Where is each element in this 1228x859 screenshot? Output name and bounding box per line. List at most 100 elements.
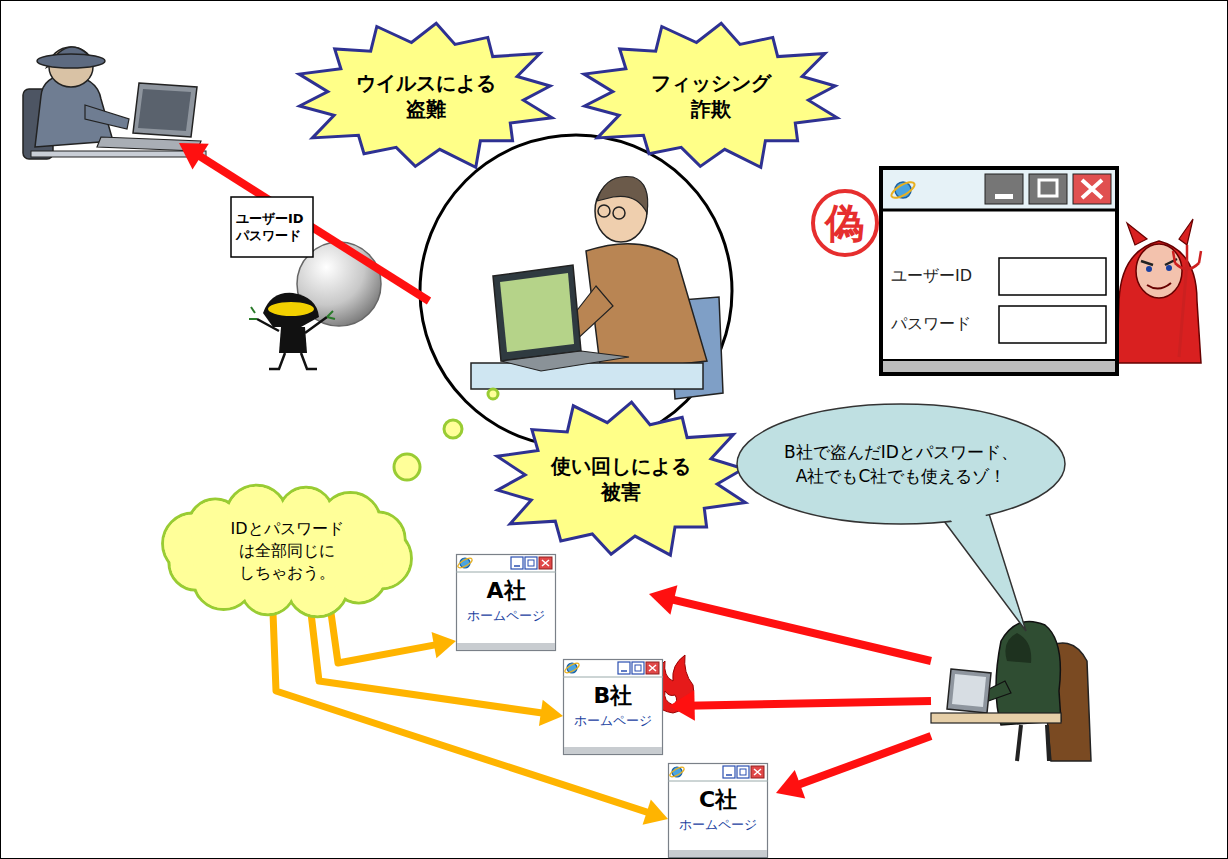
speech-bubble-outline (736, 403, 1066, 525)
attack-arrow (649, 585, 931, 661)
minimize-glyph (514, 565, 520, 567)
arrow-line (687, 701, 931, 706)
maximize-glyph (740, 769, 746, 775)
stamp-text: 偽 (825, 201, 865, 245)
arrow-head (649, 585, 677, 615)
speech-text: B社で盗んだIDとパスワード、 A社でもC社でも使えるゾ！ (775, 440, 1027, 488)
callout-text: フィッシング 詐欺 (631, 70, 791, 122)
user-figure (471, 177, 723, 400)
flow-arrow (331, 613, 456, 663)
starburst-callout-outline (575, 20, 846, 172)
browser-icon-ring (564, 661, 581, 674)
arrow-line (273, 613, 653, 814)
minimize-button (723, 766, 735, 778)
text-group: ユーザーID パスワード (236, 210, 308, 244)
minimize-button (618, 662, 630, 674)
close-button (751, 766, 764, 778)
field-label: ユーザーID (891, 266, 972, 286)
maximize-glyph (528, 560, 534, 566)
text-group: C社ホームページ (679, 787, 757, 833)
maximize-glyph (1039, 180, 1057, 196)
window-frame (669, 764, 768, 858)
homepage-text: ホームページ (679, 817, 757, 833)
minimize-glyph (726, 774, 732, 776)
starburst-callout: フィッシング 詐欺 (575, 20, 846, 172)
attacker-figure (931, 621, 1091, 761)
thought-text: IDとパスワード は全部同じに しちゃおう。 (217, 518, 357, 584)
maximize-button (1029, 174, 1067, 204)
title-rule (668, 781, 768, 782)
maximize-button (737, 766, 749, 778)
arrow-head (539, 700, 563, 726)
arrow-head (179, 143, 209, 170)
title-bar (883, 170, 1115, 210)
title-rule (456, 572, 556, 573)
starburst-callout: ウイルスによる 盗難 (290, 20, 561, 172)
starburst-callout-outline (290, 20, 561, 172)
paper-shape (231, 197, 313, 257)
fake-stamp: 偽 (811, 189, 879, 257)
devil-figure (1117, 219, 1201, 363)
maximize-button (525, 557, 537, 569)
callout-text: ウイルスによる 盗難 (346, 70, 506, 122)
text-group: A社ホームページ (467, 578, 545, 624)
status-bar (564, 747, 662, 754)
close-glyph (649, 665, 656, 671)
starburst-callout: 使い回しによる 被害 (488, 399, 754, 560)
arrow-line (331, 613, 441, 663)
arrow-line (194, 153, 429, 301)
thought-dots (394, 389, 498, 480)
field-label: パスワード (891, 314, 972, 334)
company-name: A社 (467, 578, 545, 604)
maximize-glyph (635, 665, 641, 671)
minimize-glyph (621, 670, 627, 672)
text-group: ウイルスによる 盗難 (346, 70, 506, 122)
minimize-button (985, 174, 1023, 204)
starburst-shape (585, 23, 838, 167)
callout-text: 使い回しによる 被害 (541, 453, 701, 505)
speech-bubble: B社で盗んだIDとパスワード、 A社でもC社でも使えるゾ！ (736, 403, 1066, 525)
company-name: C社 (679, 787, 757, 813)
maximize-button (632, 662, 644, 674)
arrow-line (666, 598, 931, 661)
note-paper-outline (230, 196, 314, 258)
website-window: C社ホームページ (668, 763, 768, 858)
text-group: B社ホームページ (574, 683, 652, 729)
website-window: A社ホームページ (456, 554, 556, 651)
arrow-head (669, 690, 695, 720)
close-button (646, 662, 659, 674)
starburst-callout-outline (488, 399, 754, 560)
attack-arrow (669, 690, 931, 720)
bubble-body (737, 404, 1065, 524)
status-bar (669, 850, 767, 857)
homepage-text: ホームページ (574, 713, 652, 729)
text-group: IDとパスワード は全部同じに しちゃおう。 (217, 518, 357, 584)
close-glyph (1082, 180, 1102, 198)
close-button (539, 557, 552, 569)
window-frame (881, 168, 1117, 374)
text-group: フィッシング 詐欺 (631, 70, 791, 122)
input-field (999, 306, 1106, 343)
arrow-head (432, 632, 456, 658)
status-rule (881, 359, 1117, 361)
website-window: B社ホームページ (563, 659, 663, 755)
title-rule (563, 677, 663, 678)
text-group: ユーザーID パスワード (891, 166, 972, 334)
browser-icon-ring (457, 556, 474, 569)
title-rule (881, 209, 1117, 212)
close-glyph (754, 769, 761, 775)
note-paper: ユーザーID パスワード (230, 196, 314, 258)
arrow-line (793, 736, 931, 787)
homepage-text: ホームページ (467, 608, 545, 624)
cloud-fill (187, 510, 387, 592)
starburst-shape (300, 23, 553, 167)
window-frame (457, 555, 556, 651)
note-text: ユーザーID パスワード (236, 210, 308, 244)
flow-arrow (273, 613, 668, 825)
theft-arrow (179, 143, 429, 301)
browser-icon-ring (669, 765, 686, 778)
minimize-button (511, 557, 523, 569)
arrow-head (643, 799, 668, 824)
hacker-figure (23, 47, 206, 159)
